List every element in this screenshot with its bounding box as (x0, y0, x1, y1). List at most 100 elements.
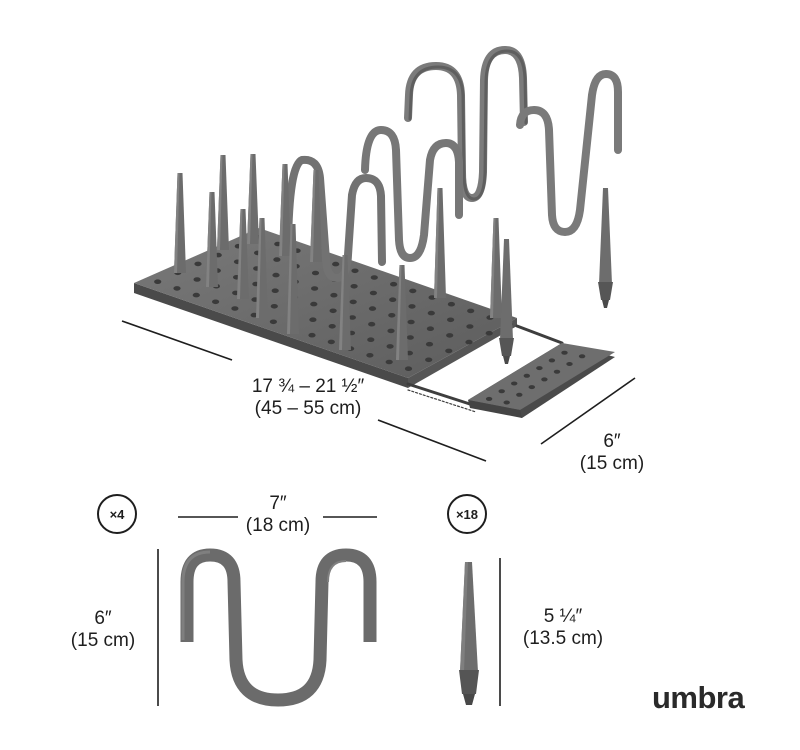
divider-width-metric: (18 cm) (245, 515, 311, 536)
base-hole (369, 290, 377, 296)
divider-height-imperial: 6″ (94, 608, 112, 629)
base-hole (173, 286, 181, 291)
depth-dimension-line (540, 377, 636, 445)
base-hole (385, 359, 393, 365)
base-hole (330, 292, 338, 298)
base-hole (404, 366, 413, 372)
base-hole (327, 339, 335, 345)
base-hole (368, 306, 377, 311)
peg-height-metric: (13.5 cm) (522, 628, 604, 649)
rack-peg-highlight (237, 209, 243, 299)
base-hole (467, 308, 475, 314)
rack-peg-highlight (279, 164, 285, 256)
base-hole (329, 308, 337, 314)
base-hole (367, 337, 375, 343)
base-hole (270, 304, 278, 309)
rack-peg-highlight (217, 155, 223, 250)
base-hole (408, 304, 416, 309)
divider-quantity-badge: ×4 (97, 494, 137, 534)
base-hole (425, 357, 433, 363)
base-hole (311, 286, 319, 291)
base-hole (192, 292, 200, 298)
rack-length-metric: (45 – 55 cm) (254, 398, 362, 419)
base-hole (348, 315, 356, 320)
wave-divider-detail (180, 548, 377, 707)
divider-width-label: 7″ (18 cm) (226, 493, 330, 537)
base-hole (349, 299, 357, 305)
rack-peg-highlight (310, 170, 316, 262)
base-hole (407, 319, 415, 325)
peg-quantity-badge: ×18 (447, 494, 487, 534)
base-hole (193, 277, 201, 282)
rack-base (134, 228, 517, 388)
plate-hole (485, 396, 493, 401)
rack-depth-imperial: 6″ (603, 431, 621, 452)
base-hole (310, 301, 318, 307)
extension-plate (468, 343, 615, 418)
base-hole (311, 270, 320, 276)
plate-hole (523, 373, 530, 378)
base-hole (390, 281, 398, 287)
plate-hole (553, 369, 561, 374)
rack-wave-dividers (284, 46, 622, 282)
divider-width-imperial: 7″ (269, 493, 287, 514)
loose-peg (499, 239, 514, 364)
base-hole (366, 353, 374, 358)
peg-detail (459, 562, 479, 705)
base-hole (465, 339, 473, 345)
loose-peg-right (598, 188, 613, 308)
rack-peg-highlight (206, 192, 212, 287)
plate-hole (516, 392, 523, 397)
base-hole (272, 272, 280, 278)
extension-rails (406, 324, 564, 413)
rack-peg-highlight (434, 188, 440, 298)
base-hole (370, 275, 378, 280)
umbra-logo: umbra (652, 680, 745, 715)
rack-pegs (174, 154, 502, 360)
base-hole (308, 332, 316, 338)
plate-hole (503, 400, 510, 405)
plate-hole (528, 385, 535, 390)
base-hole (389, 297, 397, 303)
base-hole (426, 326, 434, 332)
rack-length-imperial: 17 ¾ – 21 ½″ (251, 376, 365, 397)
base-hole (273, 257, 281, 262)
rack-peg-highlight (490, 218, 496, 318)
base-hole (309, 317, 317, 323)
rack-peg-highlight (396, 265, 402, 360)
plate-hole (578, 354, 586, 359)
base-hole (388, 313, 396, 318)
base-hole (446, 333, 454, 338)
base-hole (194, 261, 202, 267)
plate-hole (541, 377, 548, 382)
base-hole (269, 319, 277, 325)
base-hole (350, 284, 358, 289)
base-hole (447, 317, 455, 323)
rack-peg-highlight (256, 218, 262, 318)
base-hole (466, 324, 474, 329)
plate-hole (561, 350, 568, 355)
plate-hole (548, 358, 556, 363)
base-hole (368, 321, 376, 327)
base-hole (271, 288, 279, 294)
rack-length-label: 17 ¾ – 21 ½″ (45 – 55 cm) (233, 376, 383, 420)
base-hole (212, 299, 220, 305)
base-hole (328, 324, 336, 329)
base-hole (425, 341, 434, 347)
base-hole (427, 310, 435, 316)
base-hole (231, 306, 239, 311)
plate-hole (498, 389, 505, 394)
rack-depth-label: 6″ (15 cm) (560, 431, 664, 475)
rack-peg-highlight (287, 224, 293, 334)
base-hole (154, 279, 162, 285)
peg-height-label: 5 ¼″ (13.5 cm) (508, 606, 618, 650)
base-hole (485, 330, 493, 336)
base-hole (386, 344, 394, 349)
rack-peg-highlight (174, 173, 180, 273)
plate-hole (566, 362, 573, 366)
rack-depth-metric: (15 cm) (579, 453, 645, 474)
peg-height-imperial: 5 ¼″ (543, 606, 583, 627)
base-hole (409, 288, 417, 294)
base-hole (447, 301, 455, 307)
